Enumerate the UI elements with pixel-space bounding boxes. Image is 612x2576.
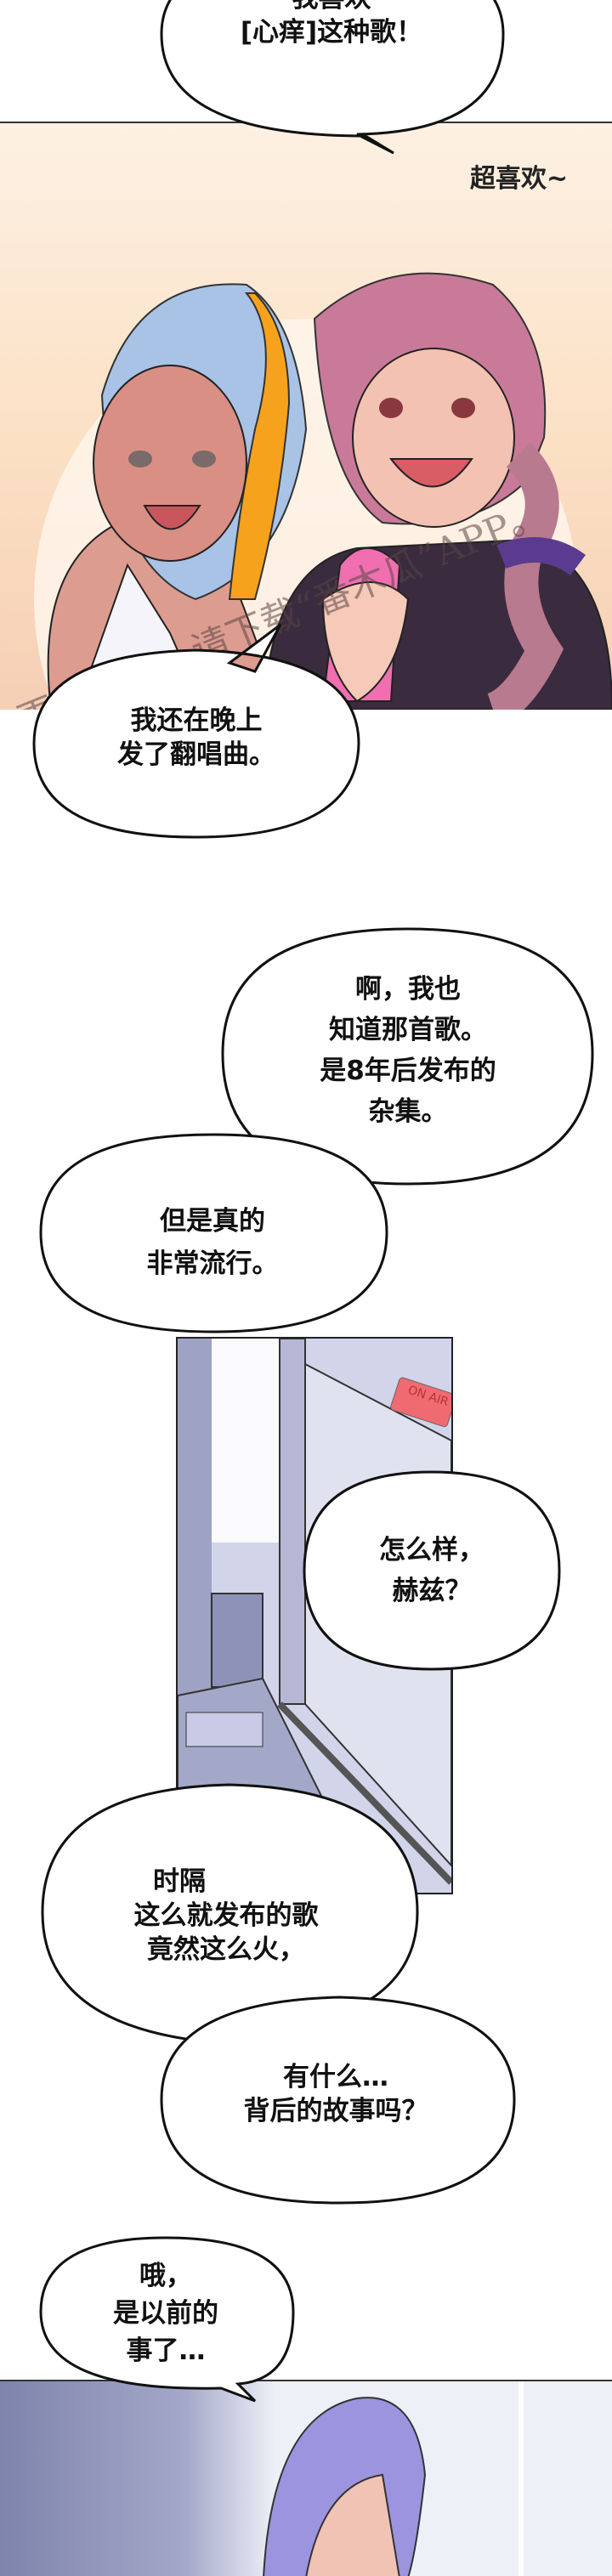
bubble-7-text: 有什么…背后的故事吗？ <box>243 2062 428 2126</box>
panel-purple-hair <box>0 2380 612 2576</box>
panel-art-girls <box>34 272 612 710</box>
bubble-8 <box>39 2236 295 2403</box>
bubble-4 <box>39 1133 388 1333</box>
bubble-2-text: 我还在晚上发了翻唱曲。 <box>117 705 275 770</box>
bubble-5-text: 怎么样，赫兹？ <box>379 1535 484 1606</box>
bubble-1-text: 我喜欢[心痒]这种歌！ <box>240 0 423 48</box>
bubble-1 <box>160 0 505 155</box>
sfx-text: 超喜欢~ <box>470 164 569 194</box>
bubble-4-text: 但是真的非常流行。 <box>146 1206 279 1279</box>
bubble-6-text: 时隔这么就发布的歌竟然这么火， <box>133 1866 319 1965</box>
bubble-5 <box>303 1470 561 1671</box>
bubble-7 <box>160 1996 516 2205</box>
bubble-2 <box>32 623 360 839</box>
bubble-3-text: 啊，我也知道那首歌。是8年后发布的杂集。 <box>320 974 496 1127</box>
panel-two-girls: 超喜欢~ 更多作品，请下载“番木瓜”APP。 <box>0 122 612 710</box>
bubble-8-text: 哦，是以前的事了… <box>113 2261 218 2366</box>
panel-art-hair <box>263 2381 524 2576</box>
bubble-6 <box>41 1783 419 2047</box>
